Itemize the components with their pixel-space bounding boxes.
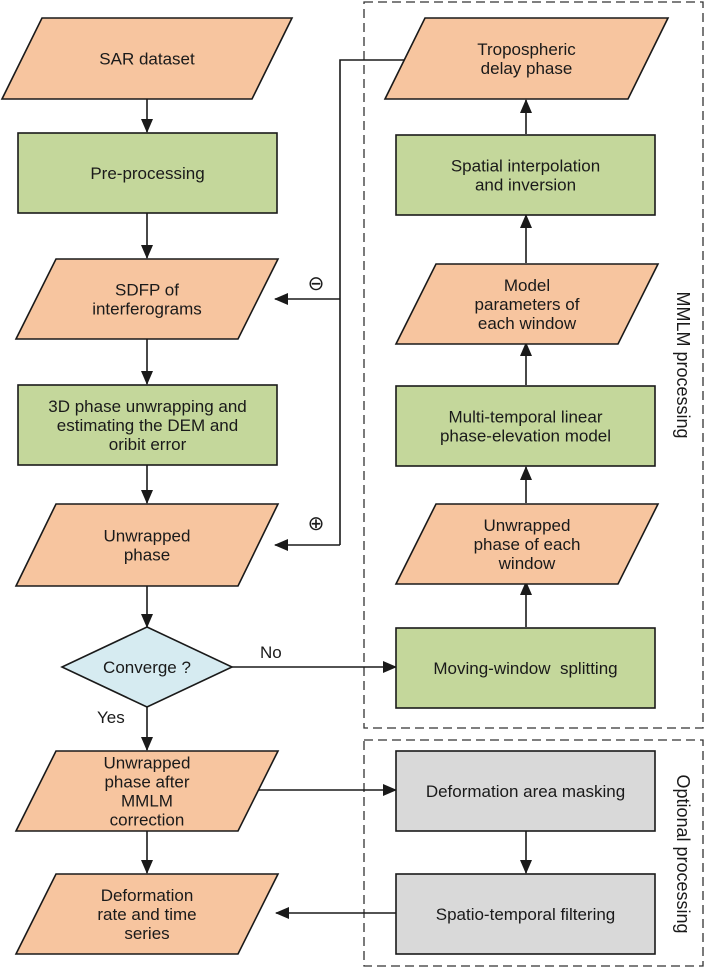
pre-processing-label: Pre-processing bbox=[90, 164, 204, 183]
optional-group-box bbox=[363, 739, 704, 967]
node-spatio-temporal: Spatio-temporal filtering bbox=[395, 873, 656, 955]
deformation-rate-label: Deformation bbox=[101, 886, 194, 905]
tropospheric-label: delay phase bbox=[481, 59, 573, 78]
node-sar-dataset: SAR dataset bbox=[0, 17, 294, 100]
moving-window-label: Moving-window splitting bbox=[433, 659, 617, 678]
unwrapped-after-label: MMLM bbox=[121, 792, 173, 811]
unwrapped-after-label: Unwrapped bbox=[104, 754, 191, 773]
edge-label-yes: Yes bbox=[97, 708, 125, 727]
pre-processing-shape bbox=[17, 132, 278, 214]
unwrapped-window-label: window bbox=[498, 554, 556, 573]
converge-shape bbox=[60, 626, 234, 708]
mmlm-group-box bbox=[363, 1, 704, 729]
unwrapped-window-shape bbox=[394, 503, 660, 585]
unwrapped-after-shape bbox=[14, 750, 280, 832]
sar-dataset-shape bbox=[0, 17, 294, 100]
unwrapped-phase-shape bbox=[14, 503, 280, 587]
optional-group-label: Optional processing bbox=[673, 774, 693, 933]
spatial-interp-label: Spatial interpolation bbox=[451, 157, 600, 176]
sdfp-shape bbox=[14, 258, 280, 340]
deformation-rate-shape bbox=[14, 873, 280, 955]
edge-tropo-loop bbox=[339, 59, 406, 545]
unwrapping-label: 3D phase unwrapping and bbox=[48, 397, 246, 416]
unwrapped-after-label: correction bbox=[110, 811, 185, 830]
deformation-mask-label: Deformation area masking bbox=[426, 782, 625, 801]
unwrapping-shape bbox=[17, 384, 278, 466]
connectors bbox=[141, 59, 532, 919]
model-params-label: parameters of bbox=[475, 295, 580, 314]
converge-label: Converge ? bbox=[103, 658, 191, 677]
multi-temporal-label: Multi-temporal linear bbox=[449, 408, 603, 427]
edge-label-no: No bbox=[260, 643, 282, 662]
tropospheric-label: Tropospheric bbox=[477, 40, 576, 59]
sdfp-label: SDFP of bbox=[115, 281, 179, 300]
model-params-label: Model bbox=[504, 276, 550, 295]
spatio-temporal-label: Spatio-temporal filtering bbox=[436, 905, 616, 924]
mmlm-group-label: MMLM processing bbox=[673, 291, 693, 438]
minus-icon: ⊖ bbox=[308, 273, 325, 295]
model-params-shape bbox=[394, 263, 660, 345]
spatial-interp-label: and inversion bbox=[475, 176, 576, 195]
sdfp-label: interferograms bbox=[92, 300, 202, 319]
unwrapped-after-label: phase after bbox=[104, 773, 189, 792]
unwrapped-window-label: Unwrapped bbox=[484, 516, 571, 535]
moving-window-shape bbox=[395, 627, 656, 709]
spatio-temporal-shape bbox=[395, 873, 656, 955]
deformation-mask-shape bbox=[395, 750, 656, 832]
multi-temporal-shape bbox=[395, 385, 656, 467]
unwrapped-phase-label: phase bbox=[124, 546, 170, 565]
unwrapped-window-label: phase of each bbox=[474, 535, 581, 554]
sar-dataset-label: SAR dataset bbox=[99, 50, 195, 69]
deformation-rate-label: rate and time bbox=[97, 905, 196, 924]
tropospheric-shape bbox=[383, 17, 670, 100]
spatial-interp-shape bbox=[395, 134, 656, 216]
node-converge: Converge ? bbox=[60, 626, 234, 708]
deformation-rate-label: series bbox=[124, 924, 169, 943]
model-params-label: each window bbox=[478, 314, 577, 333]
unwrapping-label: estimating the DEM and bbox=[57, 416, 238, 435]
node-pre-processing: Pre-processing bbox=[17, 132, 278, 214]
multi-temporal-label: phase-elevation model bbox=[440, 427, 611, 446]
node-moving-window: Moving-window splitting bbox=[395, 627, 656, 709]
plus-icon: ⊕ bbox=[308, 513, 325, 535]
node-deformation-mask: Deformation area masking bbox=[395, 750, 656, 832]
unwrapping-label: oribit error bbox=[109, 435, 187, 454]
unwrapped-phase-label: Unwrapped bbox=[104, 527, 191, 546]
